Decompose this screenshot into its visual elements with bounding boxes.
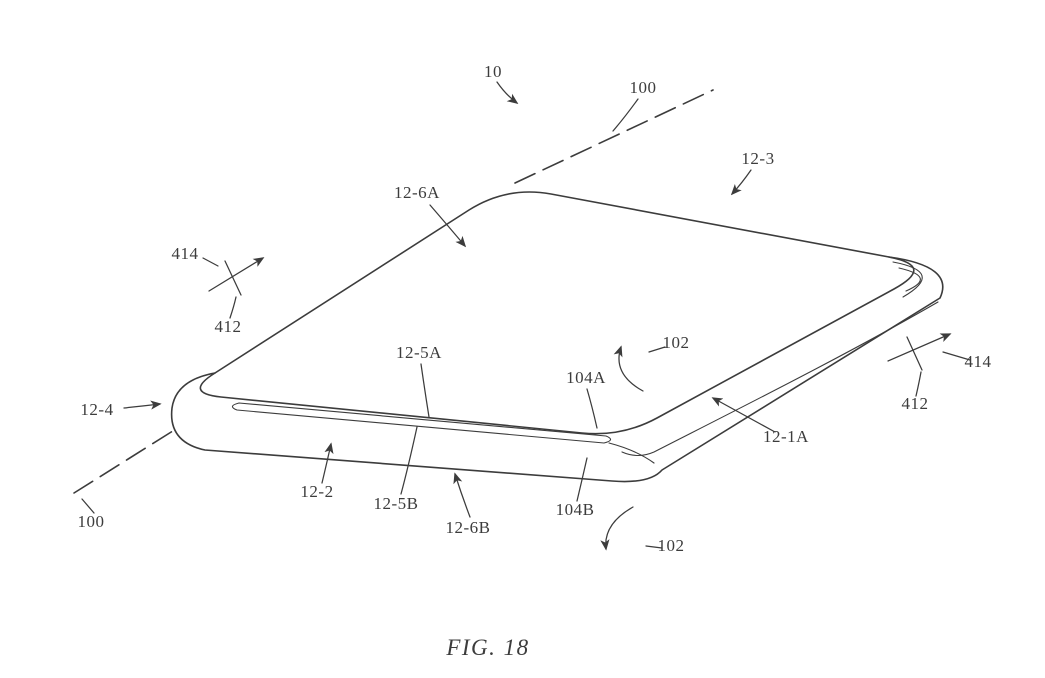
leader-102-top: [648, 346, 666, 353]
label-414-left: 414: [172, 244, 199, 263]
leader-arrow-12-6a: [429, 204, 467, 248]
section-mark-412-right: [906, 336, 923, 371]
front-corner-edge-line: [608, 442, 655, 464]
label-412-left: 412: [215, 317, 242, 336]
display-opening-slot: [231, 402, 612, 444]
leader-lines: [81, 81, 971, 551]
section-mark-412-left: [224, 260, 242, 296]
label-12-2: 12-2: [300, 482, 333, 501]
leader-414-right: [942, 351, 971, 361]
view-direction-arrow-414-left: [208, 257, 265, 292]
leader-arrow-10: [496, 81, 519, 104]
figure-caption: FIG. 18: [445, 635, 529, 660]
fold-axis-segment-upper: [514, 89, 714, 184]
leader-412-left: [229, 296, 237, 319]
label-414-right: 414: [965, 352, 992, 371]
label-12-5a: 12-5A: [396, 343, 442, 362]
leader-102-bottom: [645, 545, 663, 549]
right-side-seam-line: [621, 301, 939, 457]
leader-412-right: [915, 371, 922, 397]
label-102-bottom: 102: [658, 536, 685, 555]
rotation-arrow-102-top: [613, 345, 644, 392]
leader-arrow-12-3: [730, 169, 752, 196]
label-104b: 104B: [556, 500, 595, 519]
leader-12-5a: [420, 363, 430, 418]
leader-arrow-12-2: [321, 442, 334, 484]
device-top-face-edge: [199, 256, 915, 435]
fold-axis-segment-lower: [73, 428, 177, 494]
leader-104a: [586, 388, 598, 429]
rotation-arrow-102-bottom: [600, 506, 634, 551]
label-412-right: 412: [902, 394, 929, 413]
leader-100-bottom: [81, 498, 95, 514]
leader-414-left: [202, 257, 219, 267]
leader-arrow-12-1a: [711, 397, 776, 433]
fold-axis-dashed-line: [73, 89, 714, 494]
leader-104b: [576, 457, 588, 502]
label-100-bottom: 100: [78, 512, 105, 531]
leader-arrow-12-4: [123, 400, 162, 410]
label-12-1a: 12-1A: [763, 427, 809, 446]
leader-12-5b: [400, 426, 418, 495]
leader-arrow-12-6b: [453, 472, 471, 518]
leader-100-top: [612, 98, 639, 132]
spine-bend-contours: [892, 261, 923, 298]
label-12-6b: 12-6B: [446, 518, 491, 537]
reference-labels: 10 100 12-3 12-6A 414 412 12-4 12-5A 104…: [78, 62, 992, 555]
device-outer-silhouette: [170, 191, 944, 483]
label-104a: 104A: [566, 368, 606, 387]
foldable-device-body: [170, 191, 944, 483]
label-12-6a: 12-6A: [394, 183, 440, 202]
label-12-5b: 12-5B: [374, 494, 419, 513]
label-12-3: 12-3: [741, 149, 774, 168]
label-102-top: 102: [663, 333, 690, 352]
label-12-4: 12-4: [80, 400, 113, 419]
label-100-top: 100: [630, 78, 657, 97]
label-10: 10: [484, 62, 502, 81]
view-direction-arrow-414-right: [887, 333, 952, 362]
